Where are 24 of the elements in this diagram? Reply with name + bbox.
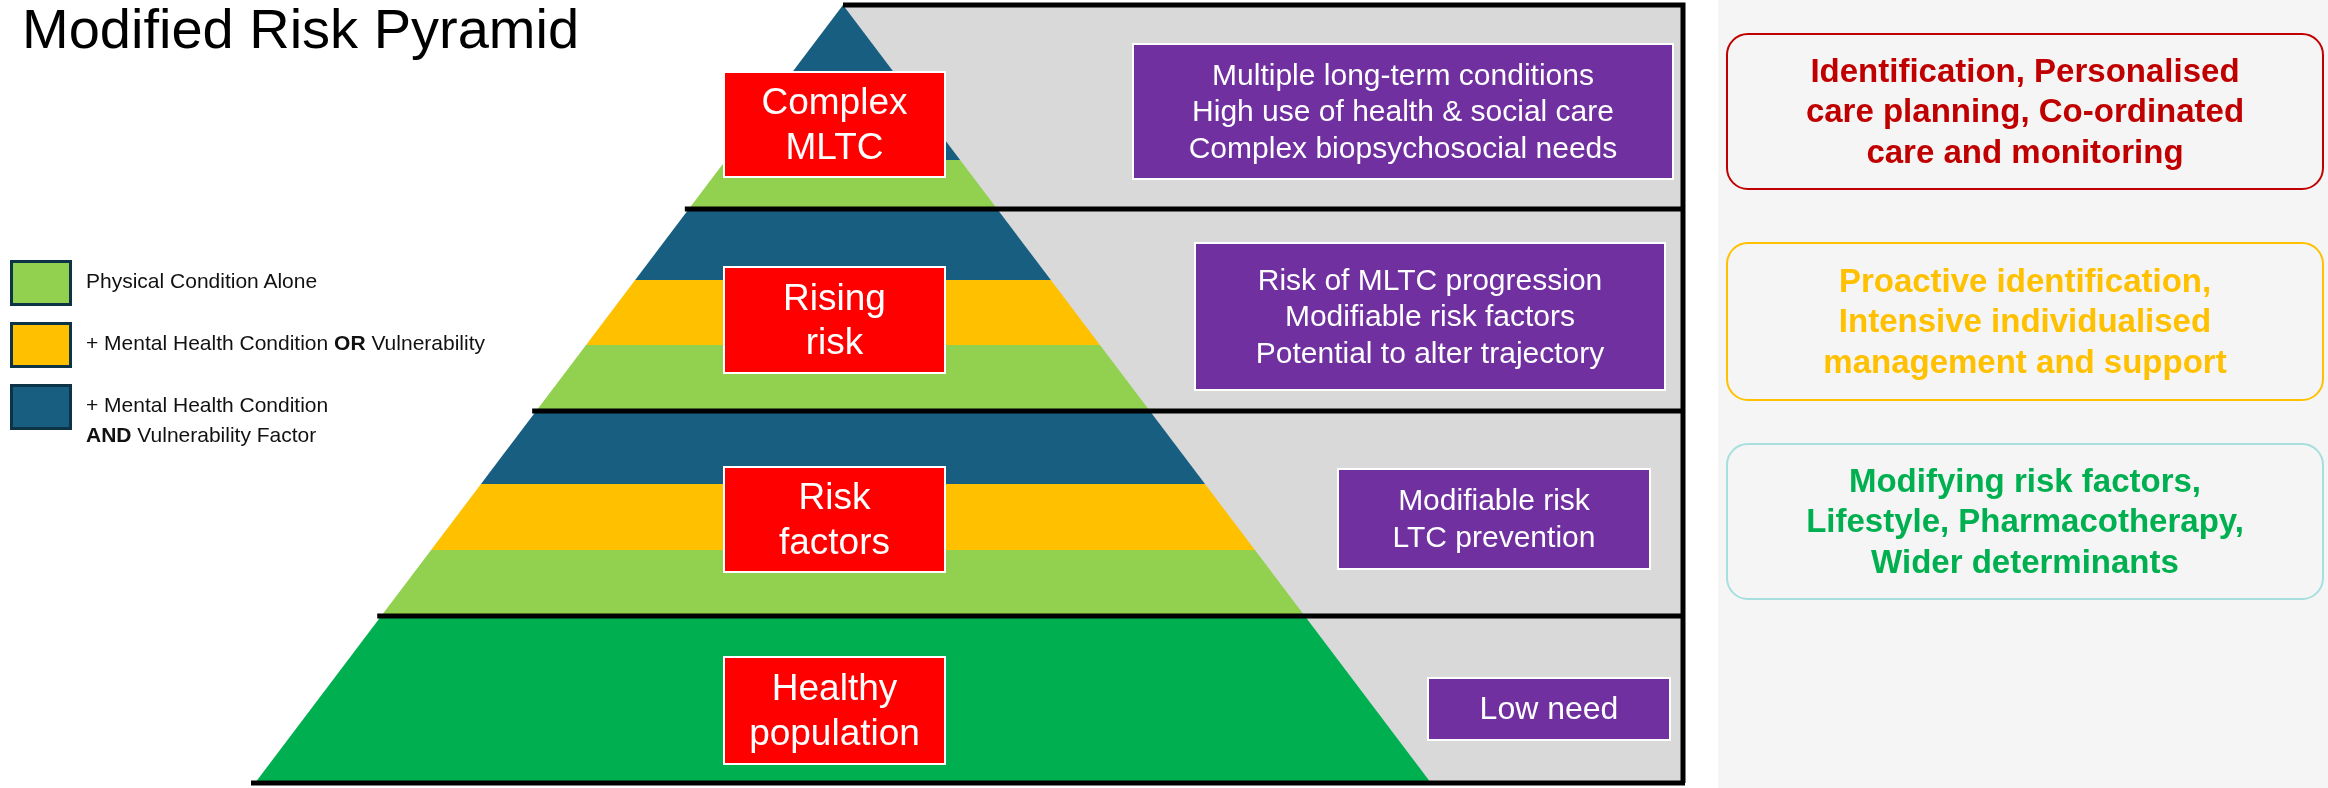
legend-text: Physical Condition Alone: [86, 268, 318, 294]
need-description-box: [1194, 242, 1666, 391]
diagram-title: Modified Risk Pyramid: [22, 0, 580, 61]
legend-text: + Mental Health Condition OR Vulnerability: [86, 330, 485, 356]
box-text: Potential to alter trajectory: [1255, 334, 1605, 371]
box-text: High use of health & social care: [1192, 93, 1614, 130]
legend-text: + Mental Health Condition AND Vulnerability Factor: [86, 392, 330, 449]
box-text: Modifiable risk factors: [1284, 298, 1576, 335]
box-text: Low need: [1479, 689, 1619, 729]
tier-label-box: Healthy population: [723, 656, 946, 765]
intervention-box: Modifying risk factors, Lifestyle, Pharmacotherapy, Wider determinants: [1726, 443, 2324, 600]
tier-label-box: Complex MLTC: [723, 71, 946, 178]
box-text: Complex biopsychosocial needs: [1188, 129, 1618, 166]
need-description-box: [1132, 43, 1674, 180]
box-text: Multiple long-term conditions: [1212, 56, 1594, 93]
box-text: LTC prevention: [1392, 519, 1596, 555]
box-text: Risk of MLTC progression: [1257, 261, 1603, 298]
tier-label-box: Rising risk: [723, 266, 946, 374]
intervention-box: Proactive identification, Intensive individualised management and support: [1726, 242, 2324, 401]
tier-label-box: Risk factors: [723, 466, 946, 573]
box-text: Modifiable risk: [1398, 482, 1590, 519]
need-description-box: [1337, 468, 1651, 570]
intervention-box: Identification, Personalised care planning, Co-ordinated care and monitoring: [1726, 33, 2324, 190]
need-description-box: [1427, 677, 1671, 741]
